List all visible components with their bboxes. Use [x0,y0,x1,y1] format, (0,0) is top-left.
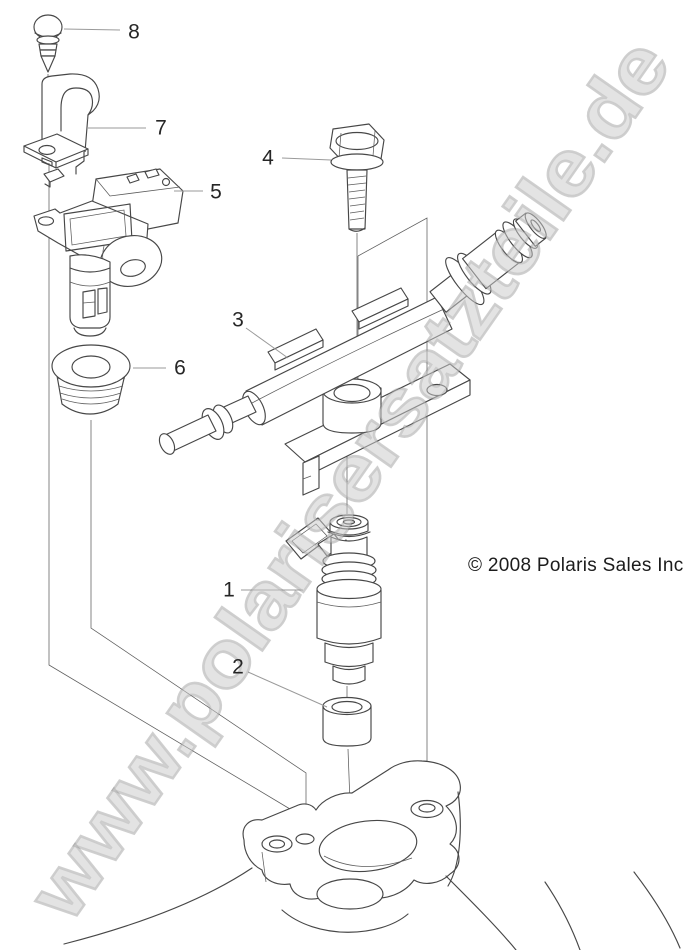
callout-5-label[interactable]: 5 [210,180,222,204]
callout-1-label[interactable]: 1 [223,578,235,602]
callout-4-label[interactable]: 4 [262,146,274,170]
callout-6-label[interactable]: 6 [174,356,186,380]
part-threaded-plug-drawing [51,344,131,415]
callout-leader-lines [63,28,332,708]
part-flange-bolt-drawing [329,123,385,232]
callout-3-label[interactable]: 3 [232,308,244,332]
part-fuel-rail-drawing [158,212,547,496]
callout-7-label[interactable]: 7 [155,116,167,140]
part-bushing-drawing [322,696,372,747]
callout-2-label[interactable]: 2 [232,655,244,679]
manifold-flange-drawing [63,760,681,950]
part-sensor-drawing [33,168,184,337]
copyright-notice: © 2008 Polaris Sales Inc. [468,555,684,576]
part-bracket-drawing [23,73,100,188]
callout-8-label[interactable]: 8 [128,20,140,44]
part-fuel-injector-drawing [285,514,382,685]
part-push-screw-drawing [33,14,63,73]
